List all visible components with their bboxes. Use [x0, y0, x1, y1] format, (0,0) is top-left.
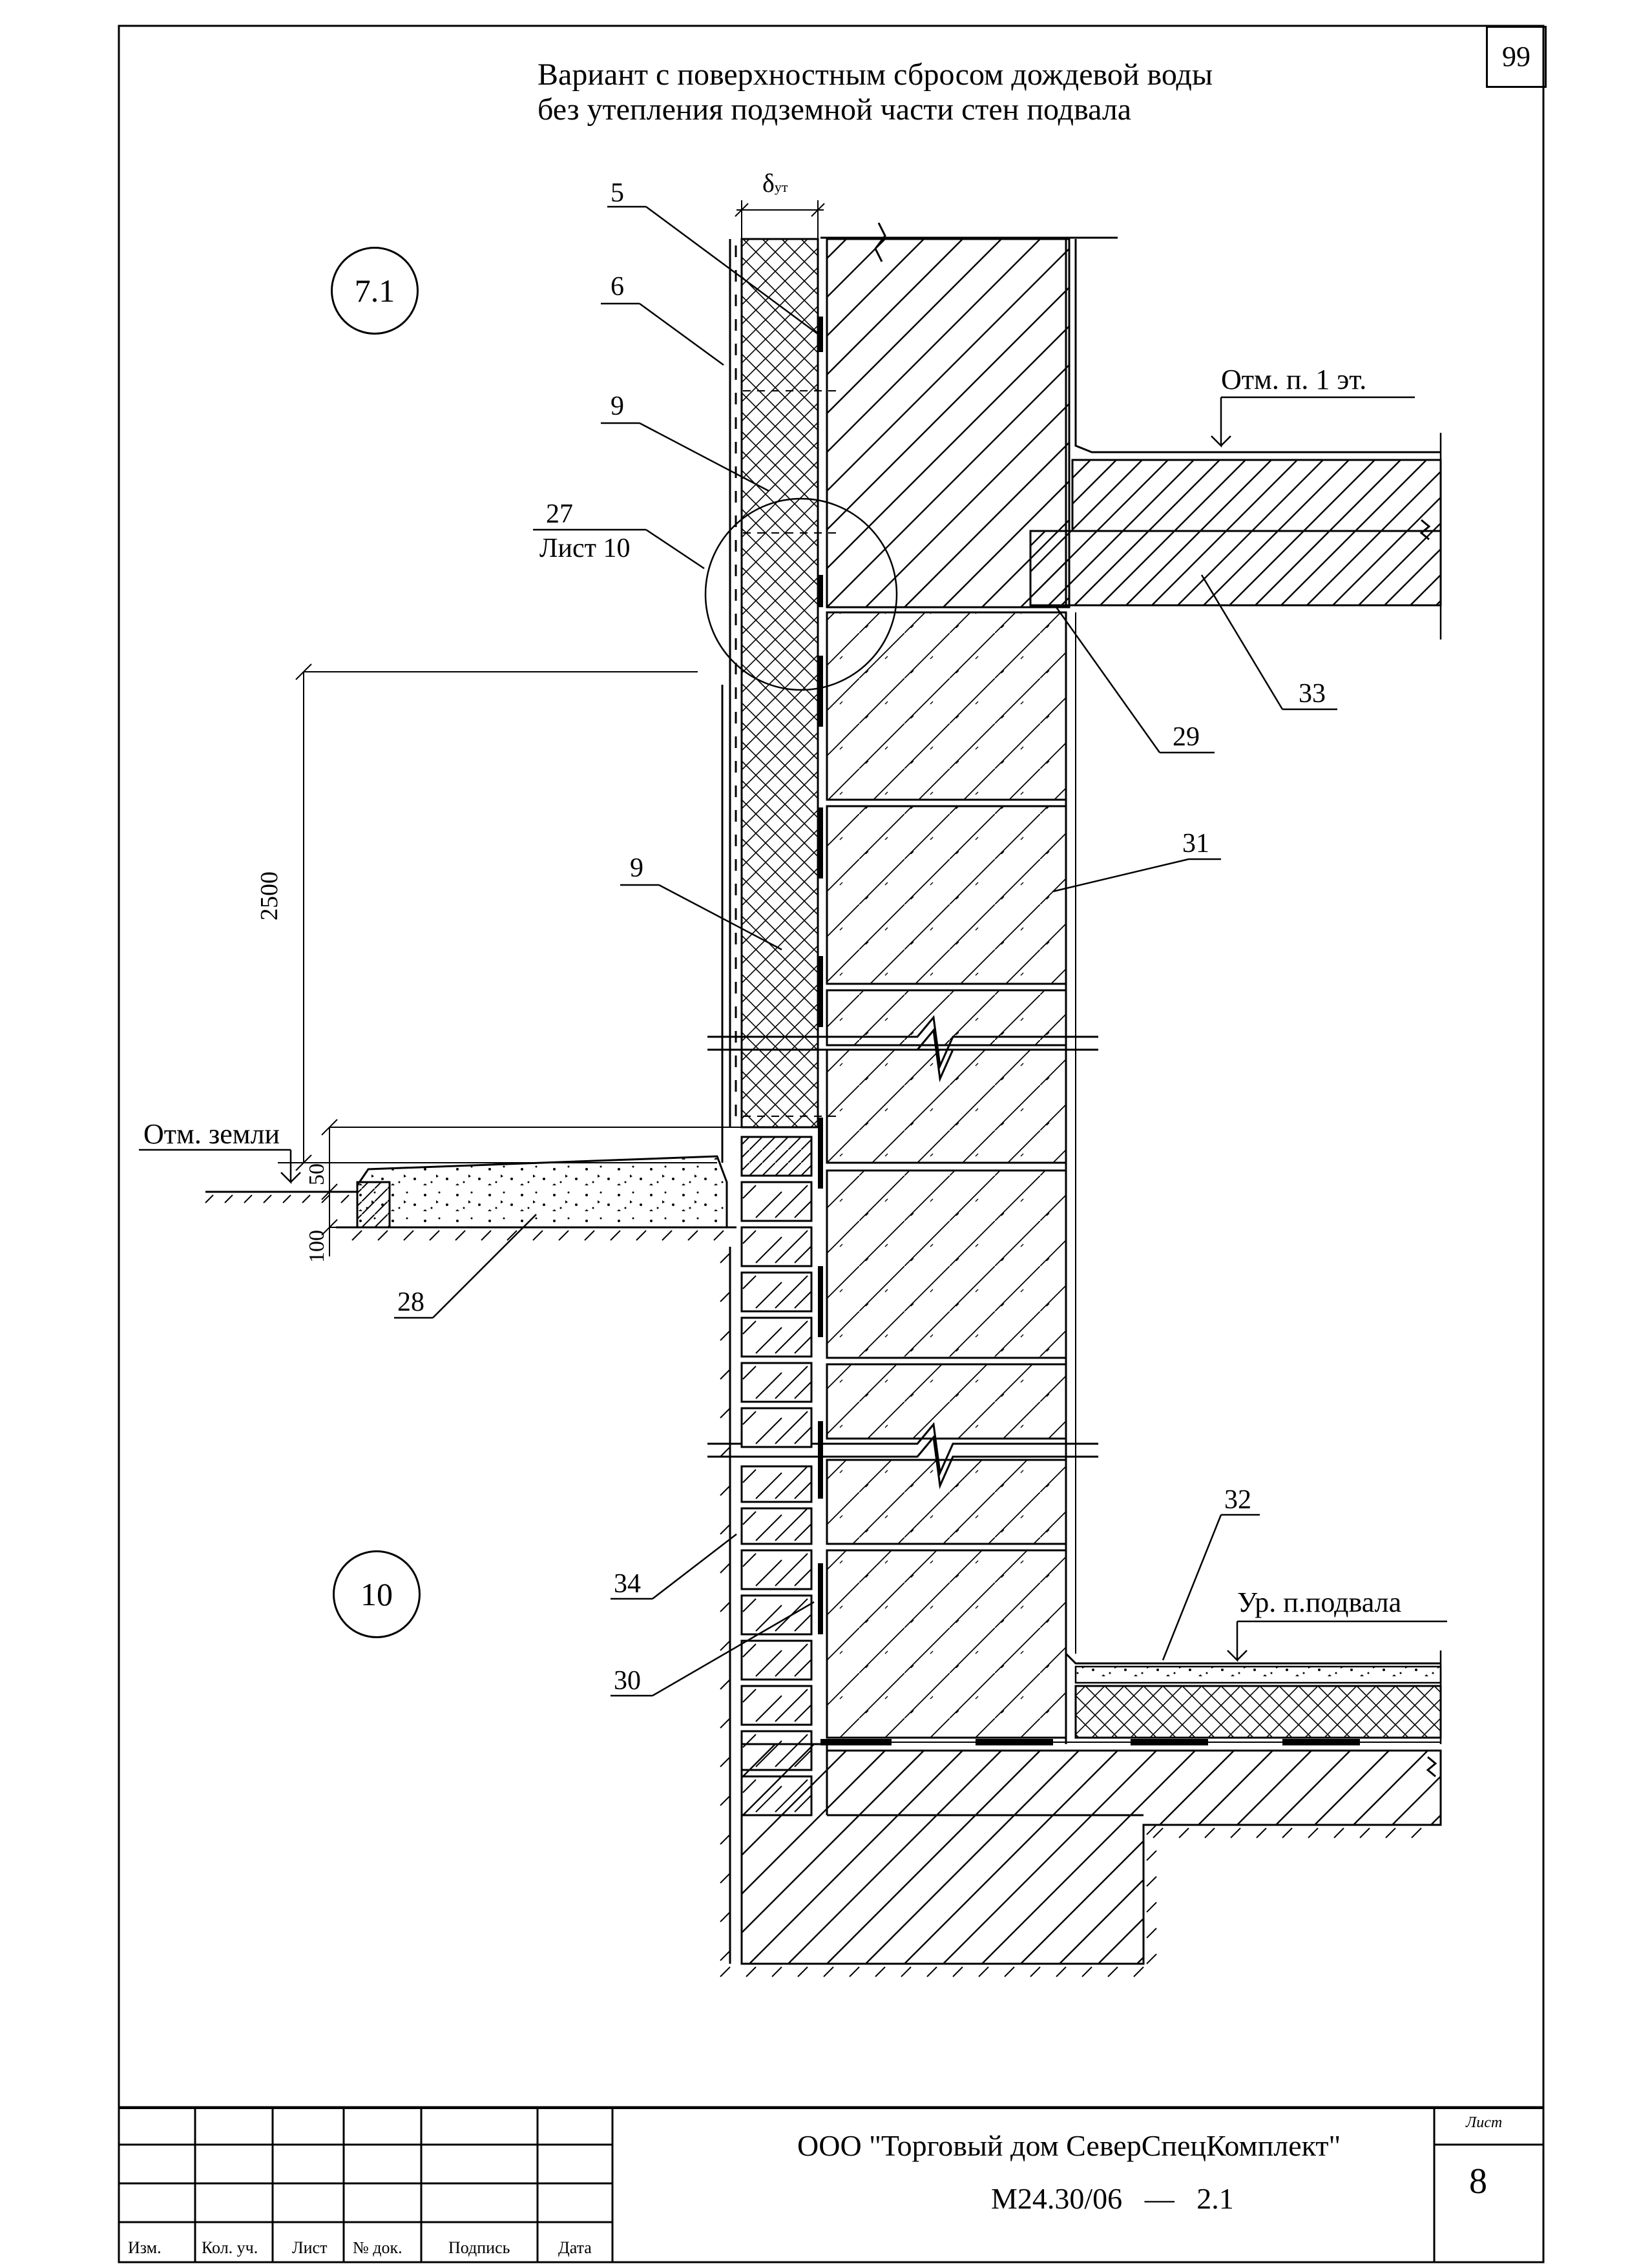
tb-col-count: Кол. уч. [202, 2238, 258, 2257]
tb-sheet-value: 8 [1469, 2161, 1487, 2201]
break-lines [707, 1015, 1098, 1490]
dimension-50-label: 50 [305, 1163, 329, 1185]
dimension-100-label: 100 [305, 1230, 329, 1263]
basement-floor-insulation [1074, 1685, 1442, 1739]
tb-col-sheet: Лист [292, 2238, 328, 2257]
callout-27: 27 [546, 499, 573, 529]
leader-lines [394, 205, 1337, 1697]
tb-document-code: М24.30/06 — 2.1 [991, 2182, 1234, 2215]
detail-marker-bottom: 10 [333, 1550, 421, 1638]
callout-9-lower: 9 [630, 853, 643, 883]
drawing-title-line1: Вариант с поверхностным сбросом дождевой… [538, 57, 1213, 92]
callout-28: 28 [397, 1287, 424, 1317]
callout-29: 29 [1173, 722, 1200, 752]
level-ground-label: Отм. земли [143, 1118, 280, 1150]
drawing-title-line2: без утепления подземной части стен подва… [538, 92, 1132, 127]
soil-under-blind [351, 1230, 724, 1241]
level-basement-label: Ур. п.подвала [1237, 1587, 1402, 1618]
callout-30: 30 [614, 1666, 641, 1696]
tb-organization: ООО "Торговый дом СеверСпецКомплект" [797, 2129, 1341, 2162]
callout-9-upper: 9 [611, 391, 624, 421]
foundation [740, 1743, 1442, 1965]
basement-level-marker [1227, 1620, 1447, 1663]
callout-6: 6 [611, 272, 624, 302]
floor-level-marker [1211, 396, 1415, 448]
ground-hatch [205, 1194, 350, 1203]
dimension-insulation [735, 200, 825, 245]
brick-cladding-hatch [742, 1185, 811, 1813]
basement-blocks [826, 611, 1067, 1739]
sheet-frame [118, 25, 1545, 2263]
brick-cladding [740, 1136, 813, 1816]
curb [356, 1181, 391, 1229]
tb-col-date: Дата [558, 2238, 592, 2257]
tb-col-signature: Подпись [448, 2238, 510, 2257]
callout-5: 5 [611, 178, 624, 208]
level-floor1-label: Отм. п. 1 эт. [1221, 364, 1367, 395]
soil-under-foundation [720, 1253, 1422, 1977]
insulation-layer [740, 238, 819, 1129]
tb-sheet-label: Лист [1466, 2114, 1503, 2131]
floor-slab [1071, 459, 1442, 532]
upper-wall [826, 238, 1070, 609]
callout-27-sheet-ref: Лист 10 [539, 534, 631, 563]
dimension-2500-label: 2500 [256, 871, 283, 921]
ground-level-marker [139, 1149, 301, 1185]
tb-col-change: Изм. [128, 2238, 162, 2257]
callout-33: 33 [1299, 679, 1326, 709]
basement-floor-screed [1074, 1665, 1442, 1684]
detail-circle-27 [704, 497, 898, 691]
blind-area [356, 1155, 728, 1229]
insulation-thickness-label: δут [762, 169, 788, 198]
detail-marker-top: 7.1 [331, 247, 419, 335]
title-block: Изм. Кол. уч. Лист № док. Подпись Дата О… [119, 2107, 1543, 2264]
callout-34: 34 [614, 1569, 641, 1599]
slab-support [1029, 530, 1442, 607]
dimension-2500 [278, 663, 743, 1256]
callout-31: 31 [1182, 829, 1209, 858]
anchor-marks [818, 317, 823, 1634]
tb-col-doc: № док. [353, 2238, 402, 2257]
callout-32: 32 [1224, 1485, 1251, 1515]
page-number: 99 [1486, 26, 1547, 88]
